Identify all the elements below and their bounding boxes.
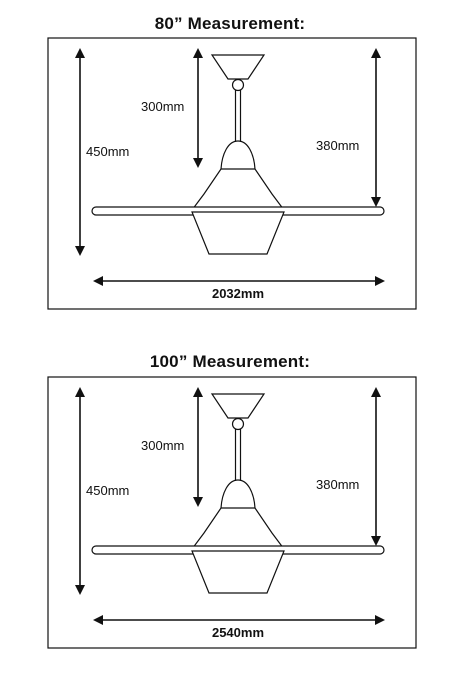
ceiling-fan-drawing	[91, 393, 385, 594]
motor-housing-upper	[190, 507, 286, 550]
width-label: 2540mm	[212, 625, 264, 640]
canopy	[210, 393, 266, 419]
motor-dome	[220, 140, 256, 170]
fan-diagram-100-inch: 450mm 300mm 380mm 2540mm	[47, 376, 417, 649]
section-title-100-inch: 100” Measurement:	[149, 352, 311, 371]
fan-blade	[91, 545, 385, 555]
downrod-coupler	[231, 78, 245, 92]
width-label: 2032mm	[212, 286, 264, 301]
section-title-80-inch: 80” Measurement:	[154, 14, 306, 33]
blade-height-label: 380mm	[316, 138, 359, 153]
total-height-label: 450mm	[86, 144, 129, 159]
diagram-frame	[47, 37, 417, 310]
blade-height-label: 380mm	[316, 477, 359, 492]
downrod-height-label: 300mm	[141, 438, 184, 453]
motor-dome	[220, 479, 256, 509]
motor-housing-lower	[191, 550, 285, 594]
downrod-height-label: 300mm	[141, 99, 184, 114]
diagram-frame	[47, 376, 417, 649]
downrod-coupler	[231, 417, 245, 431]
ceiling-fan-drawing	[91, 54, 385, 255]
motor-housing-upper	[190, 168, 286, 211]
fan-blade	[91, 206, 385, 216]
canopy	[210, 54, 266, 80]
fan-diagram-80-inch: 450mm 300mm 380mm 2032mm	[47, 37, 417, 310]
motor-housing-lower	[191, 211, 285, 255]
total-height-label: 450mm	[86, 483, 129, 498]
